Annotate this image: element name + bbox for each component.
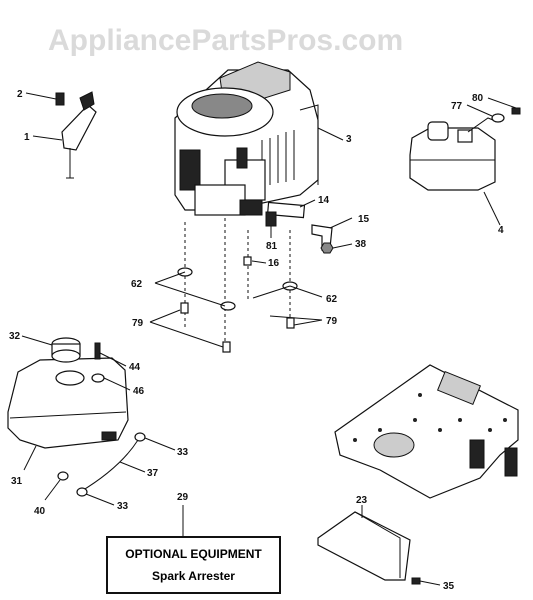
muffler-screw-part-80[interactable] [511, 107, 521, 115]
throttle-control-part[interactable] [61, 91, 97, 179]
callout-44: 44 [129, 362, 141, 373]
callout-35: 35 [443, 581, 455, 592]
tank-screw-part-44[interactable] [94, 342, 101, 360]
callout-37: 37 [147, 468, 159, 479]
callout-14: 14 [318, 195, 330, 206]
tank-washer-part-46[interactable] [91, 373, 105, 383]
nut-part-38[interactable] [320, 242, 334, 254]
washer-part-62[interactable] [177, 267, 298, 311]
callout-79-left: 79 [132, 318, 144, 329]
callout-33-lower: 33 [117, 501, 129, 512]
callout-29: 29 [177, 492, 189, 503]
fuel-pipe-part-14[interactable] [266, 201, 306, 219]
muffler-part[interactable] [409, 117, 499, 191]
optional-equipment-title: OPTIONAL EQUIPMENT [125, 547, 262, 561]
callout-15: 15 [358, 214, 370, 225]
bolt-part-79[interactable] [180, 302, 295, 353]
spark-arrester-part[interactable] [317, 511, 411, 581]
engine-part[interactable] [174, 61, 319, 216]
callout-80: 80 [472, 93, 484, 104]
callout-1: 1 [24, 132, 30, 143]
callout-4: 4 [498, 225, 504, 236]
lock-washer-part-77[interactable] [491, 113, 505, 123]
fuel-hose-part-37[interactable] [79, 439, 139, 493]
callout-3: 3 [346, 134, 352, 145]
callout-77: 77 [451, 101, 463, 112]
callout-79-right: 79 [326, 316, 338, 327]
callout-33-upper: 33 [177, 447, 189, 458]
callout-46: 46 [133, 386, 145, 397]
fitting-part-81[interactable] [265, 211, 277, 227]
callout-16: 16 [268, 258, 280, 269]
callout-62-right: 62 [326, 294, 338, 305]
callout-32: 32 [9, 331, 21, 342]
fuel-tank-part[interactable] [7, 357, 129, 449]
spark-arrester-label: Spark Arrester [152, 569, 235, 583]
frame-plate-part[interactable] [334, 364, 519, 499]
watermark-text: AppliancePartsPros.com [48, 24, 403, 57]
callout-23: 23 [356, 495, 368, 506]
fuel-cap-part[interactable] [51, 337, 81, 363]
callout-81: 81 [266, 241, 278, 252]
callout-40: 40 [34, 506, 46, 517]
callout-62-left: 62 [131, 279, 143, 290]
callout-2: 2 [17, 89, 23, 100]
spark-arrester-screw-part-35[interactable] [411, 577, 421, 585]
hose-clamp-part-33[interactable] [76, 432, 146, 497]
screw-part-2[interactable] [55, 92, 65, 106]
tank-nut-part-40[interactable] [57, 471, 69, 481]
bolt-part-16[interactable] [243, 256, 252, 266]
optional-equipment-box: OPTIONAL EQUIPMENT Spark Arrester [106, 536, 281, 594]
callout-31: 31 [11, 476, 23, 487]
callout-38: 38 [355, 239, 367, 250]
